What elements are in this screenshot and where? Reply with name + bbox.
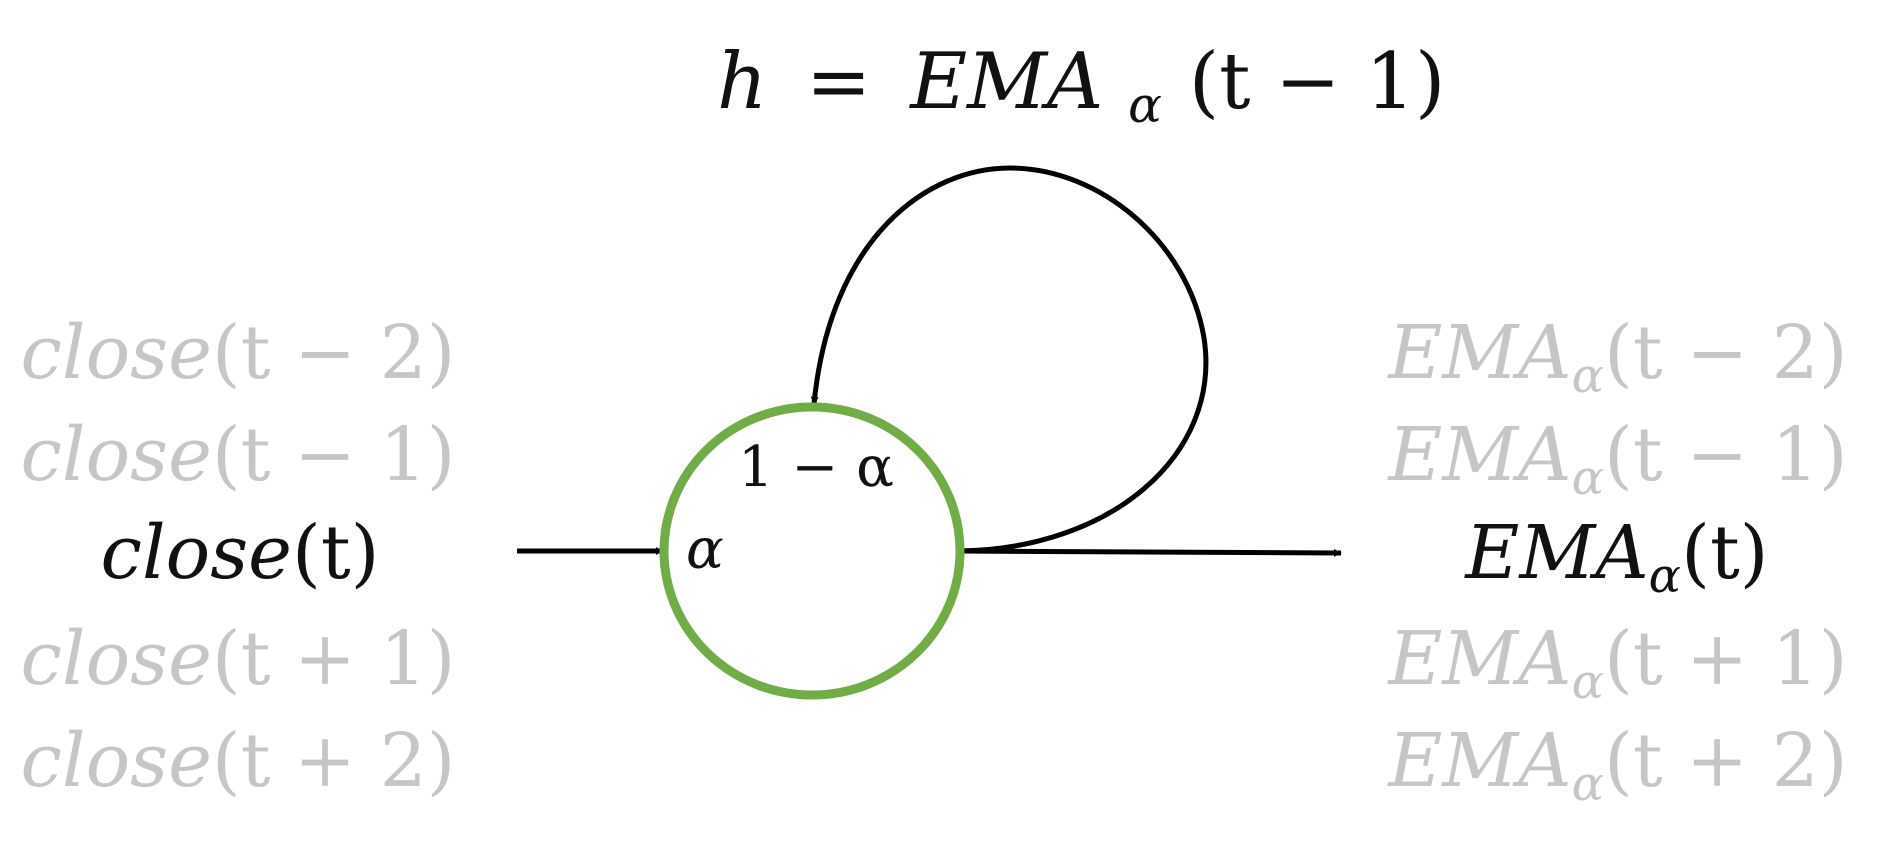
input-fn: close [101, 510, 292, 596]
recurrent-loop-arrow [810, 165, 1209, 554]
ema-node-circle [659, 402, 965, 700]
output-fn: EMA [1386, 412, 1571, 498]
input-fn: close [20, 412, 211, 498]
input-fn: close [20, 718, 211, 804]
output-arg: (t − 2) [1604, 310, 1848, 396]
formula-ema: EMA [908, 37, 1103, 127]
output-subscript: α [1572, 654, 1604, 710]
input-fn: close [20, 310, 211, 396]
formula-subscript: α [1128, 76, 1162, 134]
output-sequence: EMAα(t − 2)EMAα(t − 1)EMAα(t)EMAα(t + 1)… [1386, 310, 1847, 812]
output-context-1: EMAα(t − 1) [1386, 412, 1847, 506]
input-context-0: close(t − 2) [20, 310, 455, 396]
formula-equals: = [806, 37, 871, 127]
input-arg: (t + 2) [212, 718, 456, 804]
input-context-1: close(t − 1) [20, 412, 455, 498]
output-subscript: α [1572, 756, 1604, 812]
formula-args: (t − 1) [1189, 37, 1446, 127]
output-current-2: EMAα(t) [1463, 510, 1768, 604]
input-context-4: close(t + 2) [20, 718, 455, 804]
output-fn: EMA [1463, 510, 1648, 596]
input-arg: (t + 1) [212, 616, 456, 702]
input-weight-label: α [686, 517, 724, 582]
output-context-4: EMAα(t + 2) [1386, 718, 1847, 812]
hidden-state-formula: h = EMA α (t − 1) [717, 37, 1445, 141]
output-fn: EMA [1386, 718, 1571, 804]
output-arg: (t) [1681, 510, 1768, 596]
output-arg: (t + 2) [1604, 718, 1848, 804]
output-fn: EMA [1386, 310, 1571, 396]
output-subscript: α [1649, 548, 1681, 604]
input-fn: close [20, 616, 211, 702]
output-context-3: EMAα(t + 1) [1386, 616, 1847, 710]
input-arg: (t − 1) [212, 412, 456, 498]
output-context-0: EMAα(t − 2) [1386, 310, 1847, 404]
recurrent-weight-label: 1 − α [738, 435, 894, 500]
output-subscript: α [1572, 450, 1604, 506]
output-subscript: α [1572, 348, 1604, 404]
input-context-3: close(t + 1) [20, 616, 455, 702]
output-arg: (t + 1) [1604, 616, 1848, 702]
input-arg: (t − 2) [212, 310, 456, 396]
output-arg: (t − 1) [1604, 412, 1848, 498]
output-fn: EMA [1386, 616, 1571, 702]
output-arrow [954, 548, 1342, 557]
formula-h: h [717, 37, 767, 127]
input-current-2: close(t) [101, 510, 380, 596]
input-arg: (t) [292, 510, 379, 596]
input-sequence: close(t − 2)close(t − 1)close(t)close(t … [20, 310, 455, 804]
